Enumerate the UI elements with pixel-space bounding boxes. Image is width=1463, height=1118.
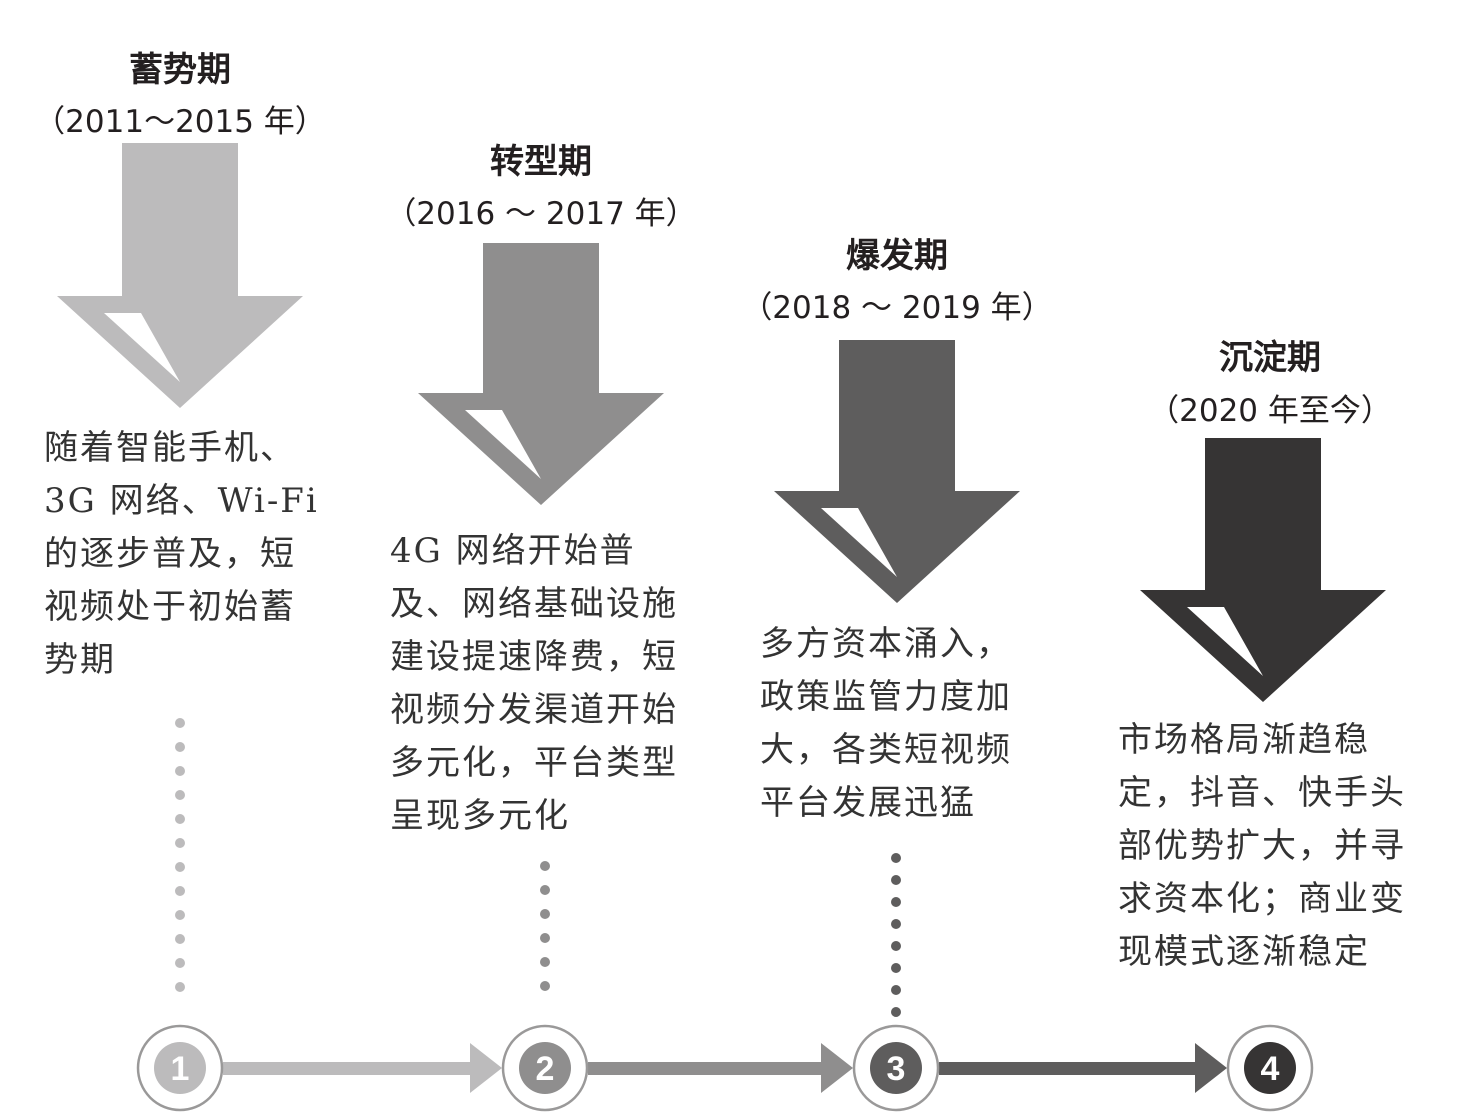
down-arrow-icon (1140, 438, 1386, 702)
stage-2-description: 4G 网络开始普及、网络基础设施建设提速降费，短视频分发渠道开始多元化，平台类型… (390, 531, 678, 836)
connector-dot (175, 718, 185, 728)
timeline-connector-line (588, 1062, 823, 1075)
down-arrow-icon (57, 143, 303, 408)
connector-dot (175, 814, 185, 824)
connector-dot (175, 742, 185, 752)
stage-1-years: （2011～2015 年） (34, 104, 326, 140)
stage-2-years: （2016 ～ 2017 年） (385, 196, 697, 232)
stage-3-description: 多方资本涌入，政策监管力度加大，各类短视频平台发展迅猛 (760, 624, 1012, 823)
stage-1-title: 蓄势期 (129, 50, 231, 90)
stage-marker (519, 1042, 571, 1094)
connector-dot (540, 981, 550, 991)
arrow-highlight (465, 410, 541, 479)
connector-dot (175, 790, 185, 800)
stage-number: 2 (536, 1050, 555, 1088)
stage-1-description: 随着智能手机、3G 网络、Wi-Fi 的逐步普及，短视频处于初始蓄势期 (44, 428, 319, 680)
connector-dot (175, 766, 185, 776)
stage-number: 1 (171, 1050, 190, 1088)
stage-4-description: 市场格局渐趋稳定，抖音、快手头部优势扩大，并寻求资本化；商业变现模式逐渐稳定 (1118, 720, 1406, 972)
timeline-connector-line (939, 1062, 1197, 1075)
arrow-highlight (1187, 607, 1263, 676)
connector-dot (891, 941, 901, 951)
down-arrow-icon (418, 243, 664, 505)
connector-dot (891, 853, 901, 863)
connector-dot (540, 909, 550, 919)
connector-dot (175, 862, 185, 872)
connector-dot (540, 957, 550, 967)
connector-dot (891, 919, 901, 929)
timeline-arrowhead-icon (1195, 1043, 1227, 1093)
connector-dot (540, 861, 550, 871)
stage-3-title: 爆发期 (846, 236, 948, 276)
connector-dot (175, 910, 185, 920)
timeline-connector-line (223, 1062, 472, 1075)
connector-dot (891, 1007, 901, 1017)
connector-dot (891, 897, 901, 907)
arrow-highlight (821, 508, 897, 577)
timeline-arrowhead-icon (470, 1043, 502, 1093)
connector-dot (175, 934, 185, 944)
timeline-arrowhead-icon (821, 1043, 853, 1093)
stage-marker (154, 1042, 206, 1094)
connector-dot (891, 875, 901, 885)
connector-dot (891, 963, 901, 973)
stage-marker (870, 1042, 922, 1094)
stage-number: 3 (887, 1050, 906, 1088)
connector-dot (175, 886, 185, 896)
down-arrow-icon (774, 340, 1020, 603)
connector-dot (540, 933, 550, 943)
connector-dot (891, 985, 901, 995)
stage-3-years: （2018 ～ 2019 年） (741, 290, 1053, 326)
connector-dot (540, 885, 550, 895)
stage-4-years: （2020 年至今） (1148, 393, 1392, 429)
connector-dot (175, 958, 185, 968)
connector-dot (175, 838, 185, 848)
connector-dot (175, 982, 185, 992)
stage-marker (1244, 1042, 1296, 1094)
stage-number: 4 (1261, 1050, 1280, 1088)
arrow-highlight (104, 313, 180, 382)
stage-4-title: 沉淀期 (1219, 338, 1321, 378)
stage-2-title: 转型期 (490, 142, 592, 182)
